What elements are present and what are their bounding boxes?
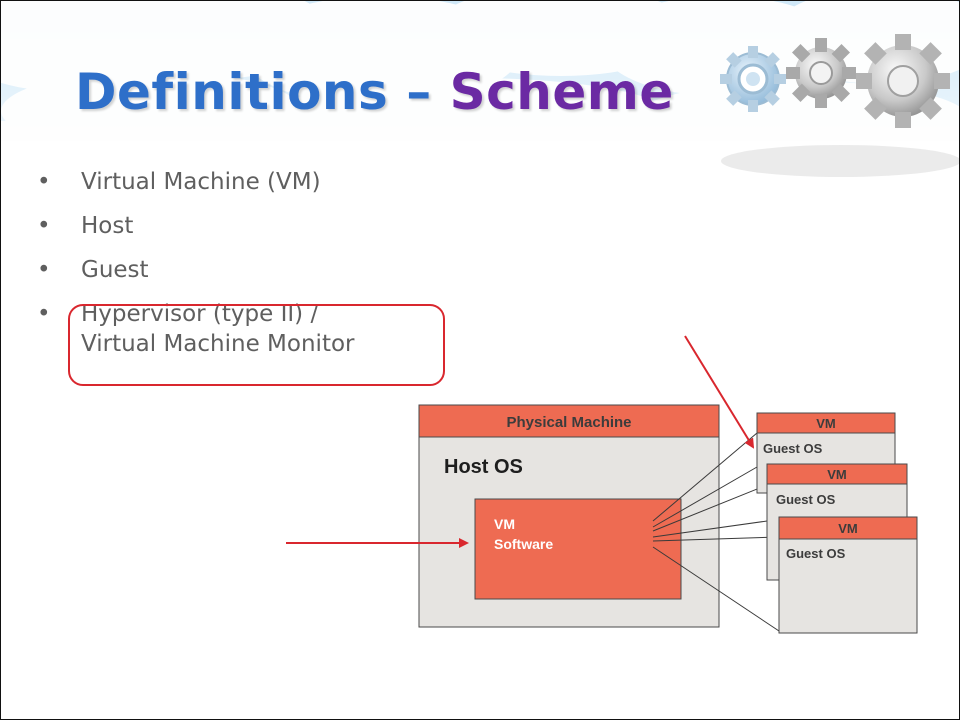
vm-box: VM Guest OS [778, 516, 918, 634]
bullet-text: Virtual Machine (VM) [81, 169, 321, 195]
bullet-dot: • [37, 301, 51, 327]
bullet-text-line2: Virtual Machine Monitor [81, 331, 355, 357]
host-os-label: Host OS [444, 456, 523, 478]
cloud-banner [1, 1, 959, 201]
gear-icon [786, 38, 856, 108]
guest-os-label: Guest OS [776, 492, 836, 507]
physical-machine-header [418, 404, 720, 438]
bullet-text: Host [81, 213, 134, 239]
physical-machine-label: Physical Machine [506, 414, 631, 431]
vm-header-label: VM [838, 521, 858, 536]
guest-os-label: Guest OS [763, 441, 823, 456]
bullet-dot: • [37, 213, 51, 239]
page-title: Definitions – Scheme [75, 63, 674, 121]
bullet-item: • Host [37, 211, 354, 241]
bullet-text: Guest [81, 257, 149, 283]
bullet-item: • Virtual Machine (VM) [37, 167, 354, 197]
vm-software-block [474, 498, 682, 600]
bullet-item: • Guest [37, 255, 354, 285]
bullet-dot: • [37, 169, 51, 195]
vm-software-label-line1: VM [494, 516, 515, 532]
highlight-box [68, 304, 445, 386]
vm-header-label: VM [827, 467, 847, 482]
guest-os-label: Guest OS [786, 546, 846, 561]
connector-lines [652, 432, 780, 632]
title-scheme: Scheme [449, 63, 674, 121]
arrow-to-guest-os [684, 335, 755, 449]
vm-header-label: VM [816, 416, 836, 431]
gear-icon [720, 46, 786, 112]
gear-icon [856, 34, 950, 128]
bullet-dot: • [37, 257, 51, 283]
vm-software-label-line2: Software [494, 536, 553, 552]
title-definitions: Definitions – [75, 63, 450, 121]
